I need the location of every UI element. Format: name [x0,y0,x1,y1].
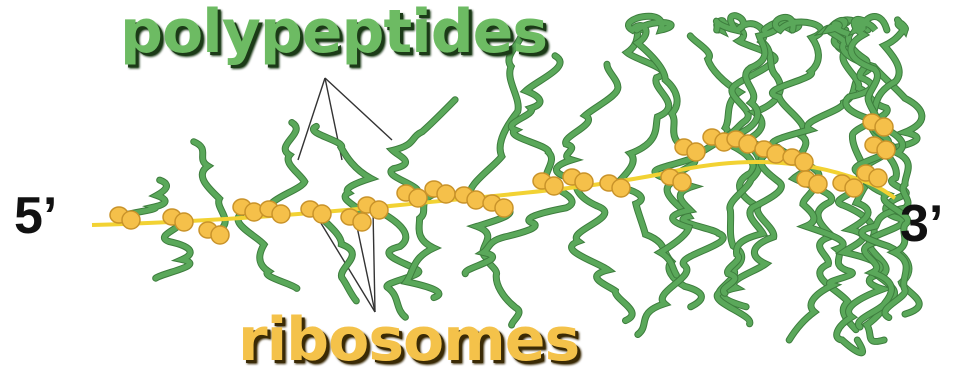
ribosome-subunit [175,213,193,231]
ribosome-subunit [687,143,705,161]
ribosome-subunit [437,185,455,203]
ribosome-subunit [122,211,140,229]
ribosome-subunit [272,205,290,223]
ribosome-subunit [869,169,887,187]
ribosome-subunit [313,205,331,223]
polypeptide-chain [556,64,618,180]
polypeptides-label: polypeptides [120,2,547,62]
ribosome-subunit [795,153,813,171]
polypeptide-chain [572,180,633,321]
ribosomes-label: ribosomes [238,310,579,370]
ribosome [675,139,705,161]
ribosome [783,149,813,171]
ribosome-subunit [353,213,371,231]
five-prime-label: 5’ [14,190,57,242]
ribosome-subunit [767,145,785,163]
polypeptide-chain [238,210,297,288]
ribosome-subunit [409,189,427,207]
three-prime-label: 3’ [900,198,943,250]
ribosome-subunit [612,179,630,197]
ribosome [797,171,827,193]
ribosome [163,209,193,231]
ribosome-subunit [809,175,827,193]
ribosome-subunit [545,177,563,195]
ribosome [483,195,513,217]
ribosome [301,201,331,223]
ribosome [455,187,485,209]
ribosome-subunit [370,201,388,219]
polypeptide-chain [511,56,560,184]
ribosome [863,114,893,136]
ribosome-subunit [845,179,863,197]
ribosome-subunit [467,191,485,209]
polypeptide-chain-outline [615,29,669,186]
ribosome-subunit [575,173,593,191]
ribosome-subunit [673,173,691,191]
polypeptide-chain [270,123,305,213]
ribosome-subunit [875,118,893,136]
ribosome-subunit [211,226,229,244]
ribosome-subunit [495,199,513,217]
ribosome-subunit [739,135,757,153]
ribosome [260,201,290,223]
ribosome-subunit [877,141,895,159]
